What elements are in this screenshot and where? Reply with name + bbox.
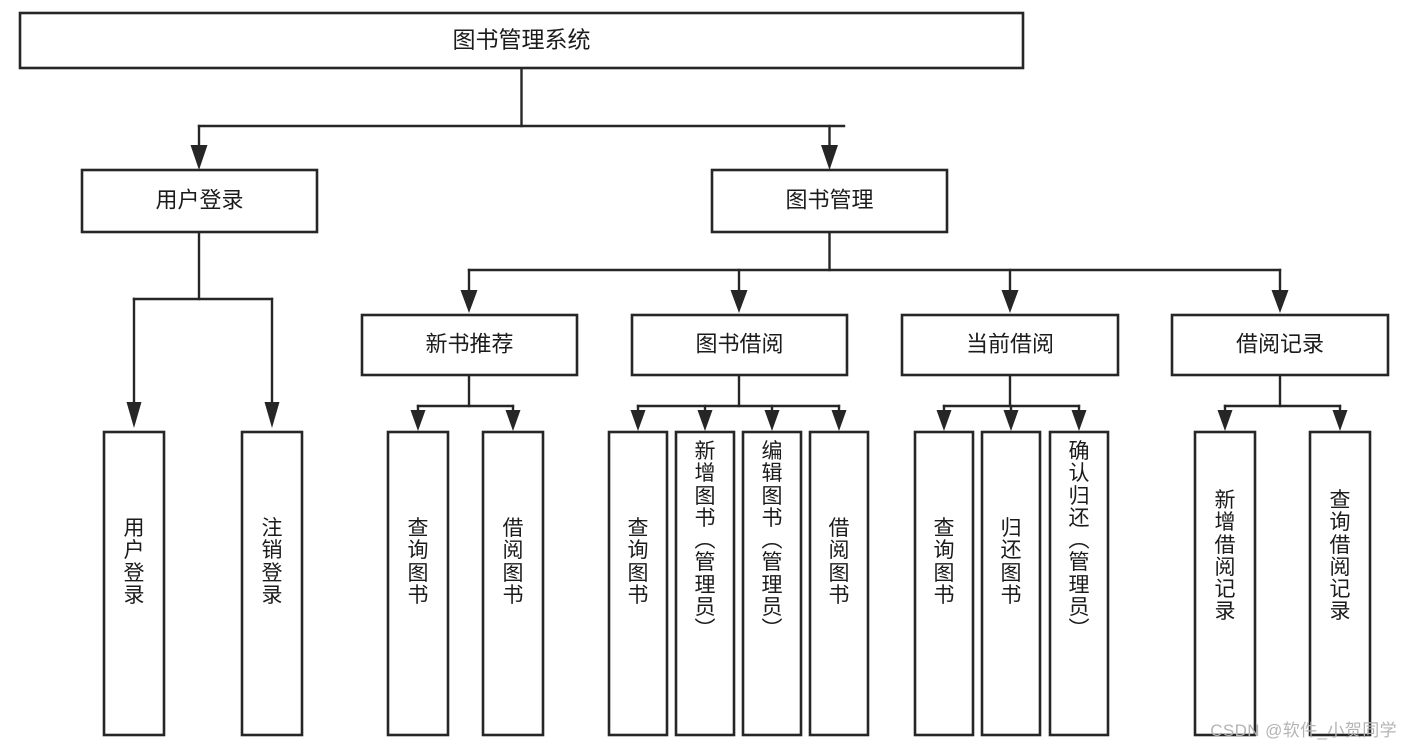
node-book-manage[interactable] xyxy=(710,168,949,234)
connector-user-login-to-leaves xyxy=(126,230,280,428)
leaf-box-borrow-edit-book[interactable] xyxy=(741,430,803,737)
leaf-box-borrow-query-book[interactable] xyxy=(607,430,669,737)
node-current-borrow[interactable] xyxy=(900,313,1120,377)
node-root-label: 图书管理系统 xyxy=(453,27,591,53)
node-user-login-label: 用户登录 xyxy=(155,187,243,212)
node-book-manage-label: 图书管理 xyxy=(785,187,873,212)
watermark: CSDN @软件_小贺同学 xyxy=(1210,721,1397,740)
leaf-box-borrow-lend-book[interactable] xyxy=(808,430,870,737)
node-new-book-recommend[interactable] xyxy=(360,313,579,377)
leaf-box-recommend-borrow-book[interactable] xyxy=(481,430,545,737)
connector-new-book-to-leaves xyxy=(410,373,521,431)
node-book-borrow[interactable] xyxy=(630,313,849,377)
node-root[interactable] xyxy=(18,11,1025,70)
leaf-box-borrow-add-book[interactable] xyxy=(674,430,736,737)
node-new-book-recommend-label: 新书推荐 xyxy=(425,331,513,356)
leaf-box-recommend-query-book[interactable] xyxy=(386,430,450,737)
node-book-borrow-label: 图书借阅 xyxy=(695,331,783,356)
connector-book-borrow-to-leaves xyxy=(630,373,847,431)
connector-borrow-record-to-leaves xyxy=(1217,373,1348,431)
leaf-box-record-query[interactable] xyxy=(1308,430,1372,737)
connector-current-borrow-to-leaves xyxy=(936,373,1087,431)
connector-root-to-level2 xyxy=(190,66,846,170)
leaf-box-current-return-book[interactable] xyxy=(980,430,1042,737)
leaf-box-record-add[interactable] xyxy=(1193,430,1257,737)
leaf-box-current-confirm-return[interactable] xyxy=(1048,430,1110,737)
node-current-borrow-label: 当前借阅 xyxy=(966,331,1054,356)
leaf-box-current-query-book[interactable] xyxy=(913,430,975,737)
leaf-box-user-login[interactable] xyxy=(102,430,166,737)
leaf-box-user-logout[interactable] xyxy=(240,430,304,737)
node-borrow-record-label: 借阅记录 xyxy=(1236,331,1324,356)
node-borrow-record[interactable] xyxy=(1170,313,1390,377)
connector-book-manage-to-level3 xyxy=(460,230,1289,313)
node-user-login[interactable] xyxy=(80,168,319,234)
